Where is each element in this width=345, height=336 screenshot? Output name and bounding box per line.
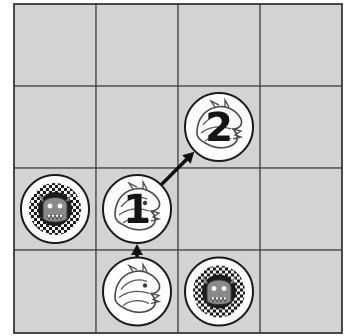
step-number: 2 [205,105,233,151]
board-cell[interactable] [260,4,342,86]
board-cell[interactable] [14,4,96,86]
hero-token[interactable]: 2 [185,93,253,161]
enemy-token[interactable] [21,175,89,243]
step-number: 1 [123,187,151,233]
hero-token[interactable]: 1 [103,175,171,243]
board-cell[interactable] [260,168,342,250]
monster-checkered-icon [193,266,245,318]
hero-token[interactable] [103,258,171,326]
board-cell[interactable] [96,86,178,168]
board-cell[interactable] [260,86,342,168]
board-cell[interactable] [14,86,96,168]
monster-checkered-icon [29,183,81,235]
board-cell[interactable] [260,250,342,333]
board-cell[interactable] [178,168,260,250]
enemy-token[interactable] [185,258,253,326]
board-cell[interactable] [178,4,260,86]
board-cell[interactable] [96,4,178,86]
board-cell[interactable] [14,250,96,333]
